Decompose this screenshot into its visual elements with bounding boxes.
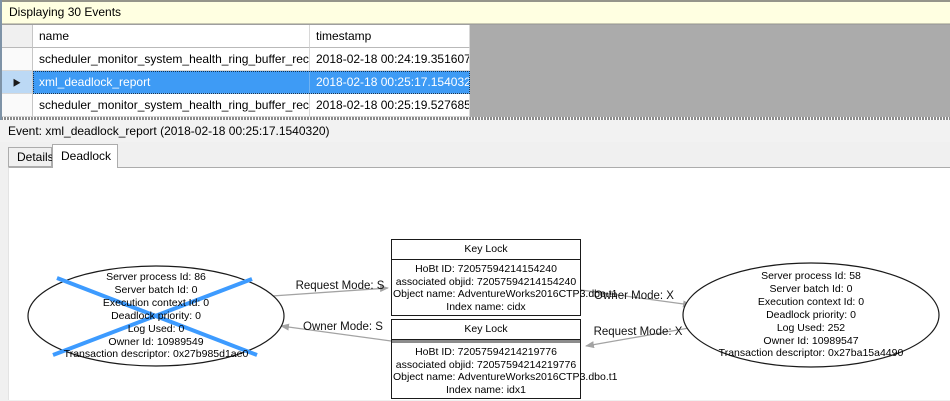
process-attr: Deadlock priority: 0 — [766, 308, 856, 321]
edge-owner-s — [280, 323, 392, 342]
process-attr: Server batch Id: 0 — [769, 282, 853, 295]
resource-attr: HoBt ID: 72057594214154240 — [415, 263, 557, 275]
process-attr: Transaction descriptor: 0x27ba15a4490 — [718, 347, 904, 360]
process-attr: Transaction descriptor: 0x27b985d1ae0 — [63, 348, 249, 361]
grid-header-row: name timestamp — [2, 25, 950, 48]
resource-attr: associated objid: 72057594214219776 — [395, 358, 577, 371]
process-attr: Execution context Id: 0 — [102, 296, 210, 309]
cell-name[interactable]: scheduler_monitor_system_health_ring_buf… — [33, 48, 310, 71]
resource-attr: Index name: idx1 — [446, 383, 526, 396]
process-attr: Server process Id: 86 — [106, 271, 206, 283]
cell-name[interactable]: xml_deadlock_report — [33, 71, 310, 94]
resource-attr: Object name: AdventureWorks2016CTP3.dbo.… — [393, 371, 618, 383]
column-header-timestamp[interactable]: timestamp — [310, 25, 470, 48]
grid-splitter[interactable] — [2, 117, 950, 121]
edge-label-owner-s: Owner Mode: S — [303, 321, 383, 333]
row-selector-cell[interactable]: ▶ — [2, 71, 33, 94]
cell-timestamp[interactable]: 2018-02-18 00:25:17.1540320 — [310, 71, 470, 94]
edge-label-request-x: Request Mode: X — [594, 326, 683, 338]
grid-header-filler — [470, 25, 950, 48]
edge-owner-x — [580, 289, 692, 308]
events-count-bar: Displaying 30 Events — [2, 0, 950, 24]
table-row[interactable]: ▶ xml_deadlock_report 2018-02-18 00:25:1… — [2, 71, 950, 94]
process-attr: Server batch Id: 0 — [114, 283, 198, 296]
row-selector-cell[interactable] — [2, 94, 33, 117]
table-row[interactable]: scheduler_monitor_system_health_ring_buf… — [2, 48, 950, 71]
process-attr: Log Used: 0 — [127, 322, 185, 335]
process-attr: Server process Id: 58 — [761, 270, 861, 282]
row-selector-cell[interactable] — [2, 48, 33, 71]
resource-attr: Index name: cidx — [446, 300, 526, 313]
key-lock-title: Key Lock — [392, 320, 580, 340]
process-node-victim[interactable]: Server process Id: 86 Server batch Id: 0… — [36, 271, 276, 361]
process-attr: Execution context Id: 0 — [757, 295, 865, 308]
deadlock-graph-panel: Request Mode: S Owner Mode: S Owner Mode… — [8, 167, 950, 400]
resource-attr: Object name: AdventureWorks2016CTP3.dbo.… — [393, 288, 618, 300]
tabstrip: Details Deadlock — [0, 142, 950, 168]
cell-timestamp[interactable]: 2018-02-18 00:24:19.3516078 — [310, 48, 470, 71]
process-attr: Log Used: 252 — [776, 321, 846, 334]
events-pane: Displaying 30 Events name timestamp sche… — [0, 0, 950, 121]
resource-attr: associated objid: 72057594214154240 — [395, 275, 577, 288]
process-node-owner[interactable]: Server process Id: 58 Server batch Id: 0… — [691, 270, 931, 360]
edge-label-owner-x: Owner Mode: X — [594, 290, 674, 302]
resource-attr: HoBt ID: 72057594214219776 — [415, 346, 557, 358]
edge-request-x — [585, 327, 690, 349]
owner-process-ellipse[interactable] — [682, 262, 940, 368]
victim-cross-icon — [52, 276, 258, 357]
table-row[interactable]: scheduler_monitor_system_health_ring_buf… — [2, 94, 950, 117]
edge-label-request-s: Request Mode: S — [296, 280, 385, 292]
key-lock-box-top[interactable]: Key Lock HoBt ID: 72057594214154240 asso… — [391, 239, 618, 316]
cell-name[interactable]: scheduler_monitor_system_health_ring_buf… — [33, 94, 310, 117]
edge-request-s — [271, 285, 389, 297]
tab-deadlock[interactable]: Deadlock — [52, 144, 118, 168]
row-selector-header[interactable] — [2, 25, 33, 48]
column-header-name[interactable]: name — [33, 25, 310, 48]
process-attr: Owner Id: 10989547 — [763, 334, 859, 347]
deadlock-graph: Request Mode: S Owner Mode: S Owner Mode… — [27, 262, 940, 368]
grid-row-filler — [470, 48, 950, 71]
event-title: Event: xml_deadlock_report (2018-02-18 0… — [0, 120, 950, 142]
grid-row-filler — [470, 71, 950, 94]
process-attr: Deadlock priority: 0 — [111, 309, 201, 322]
events-grid: name timestamp scheduler_monitor_system_… — [2, 24, 950, 117]
process-attr: Owner Id: 10989549 — [108, 335, 204, 348]
cell-timestamp[interactable]: 2018-02-18 00:25:19.5276859 — [310, 94, 470, 117]
tab-details[interactable]: Details — [8, 147, 54, 167]
key-lock-box-bottom[interactable]: Key Lock HoBt ID: 72057594214219776 asso… — [391, 319, 618, 399]
grid-row-filler — [470, 94, 950, 117]
key-lock-title: Key Lock — [392, 240, 580, 260]
current-row-arrow-icon: ▶ — [13, 75, 21, 88]
